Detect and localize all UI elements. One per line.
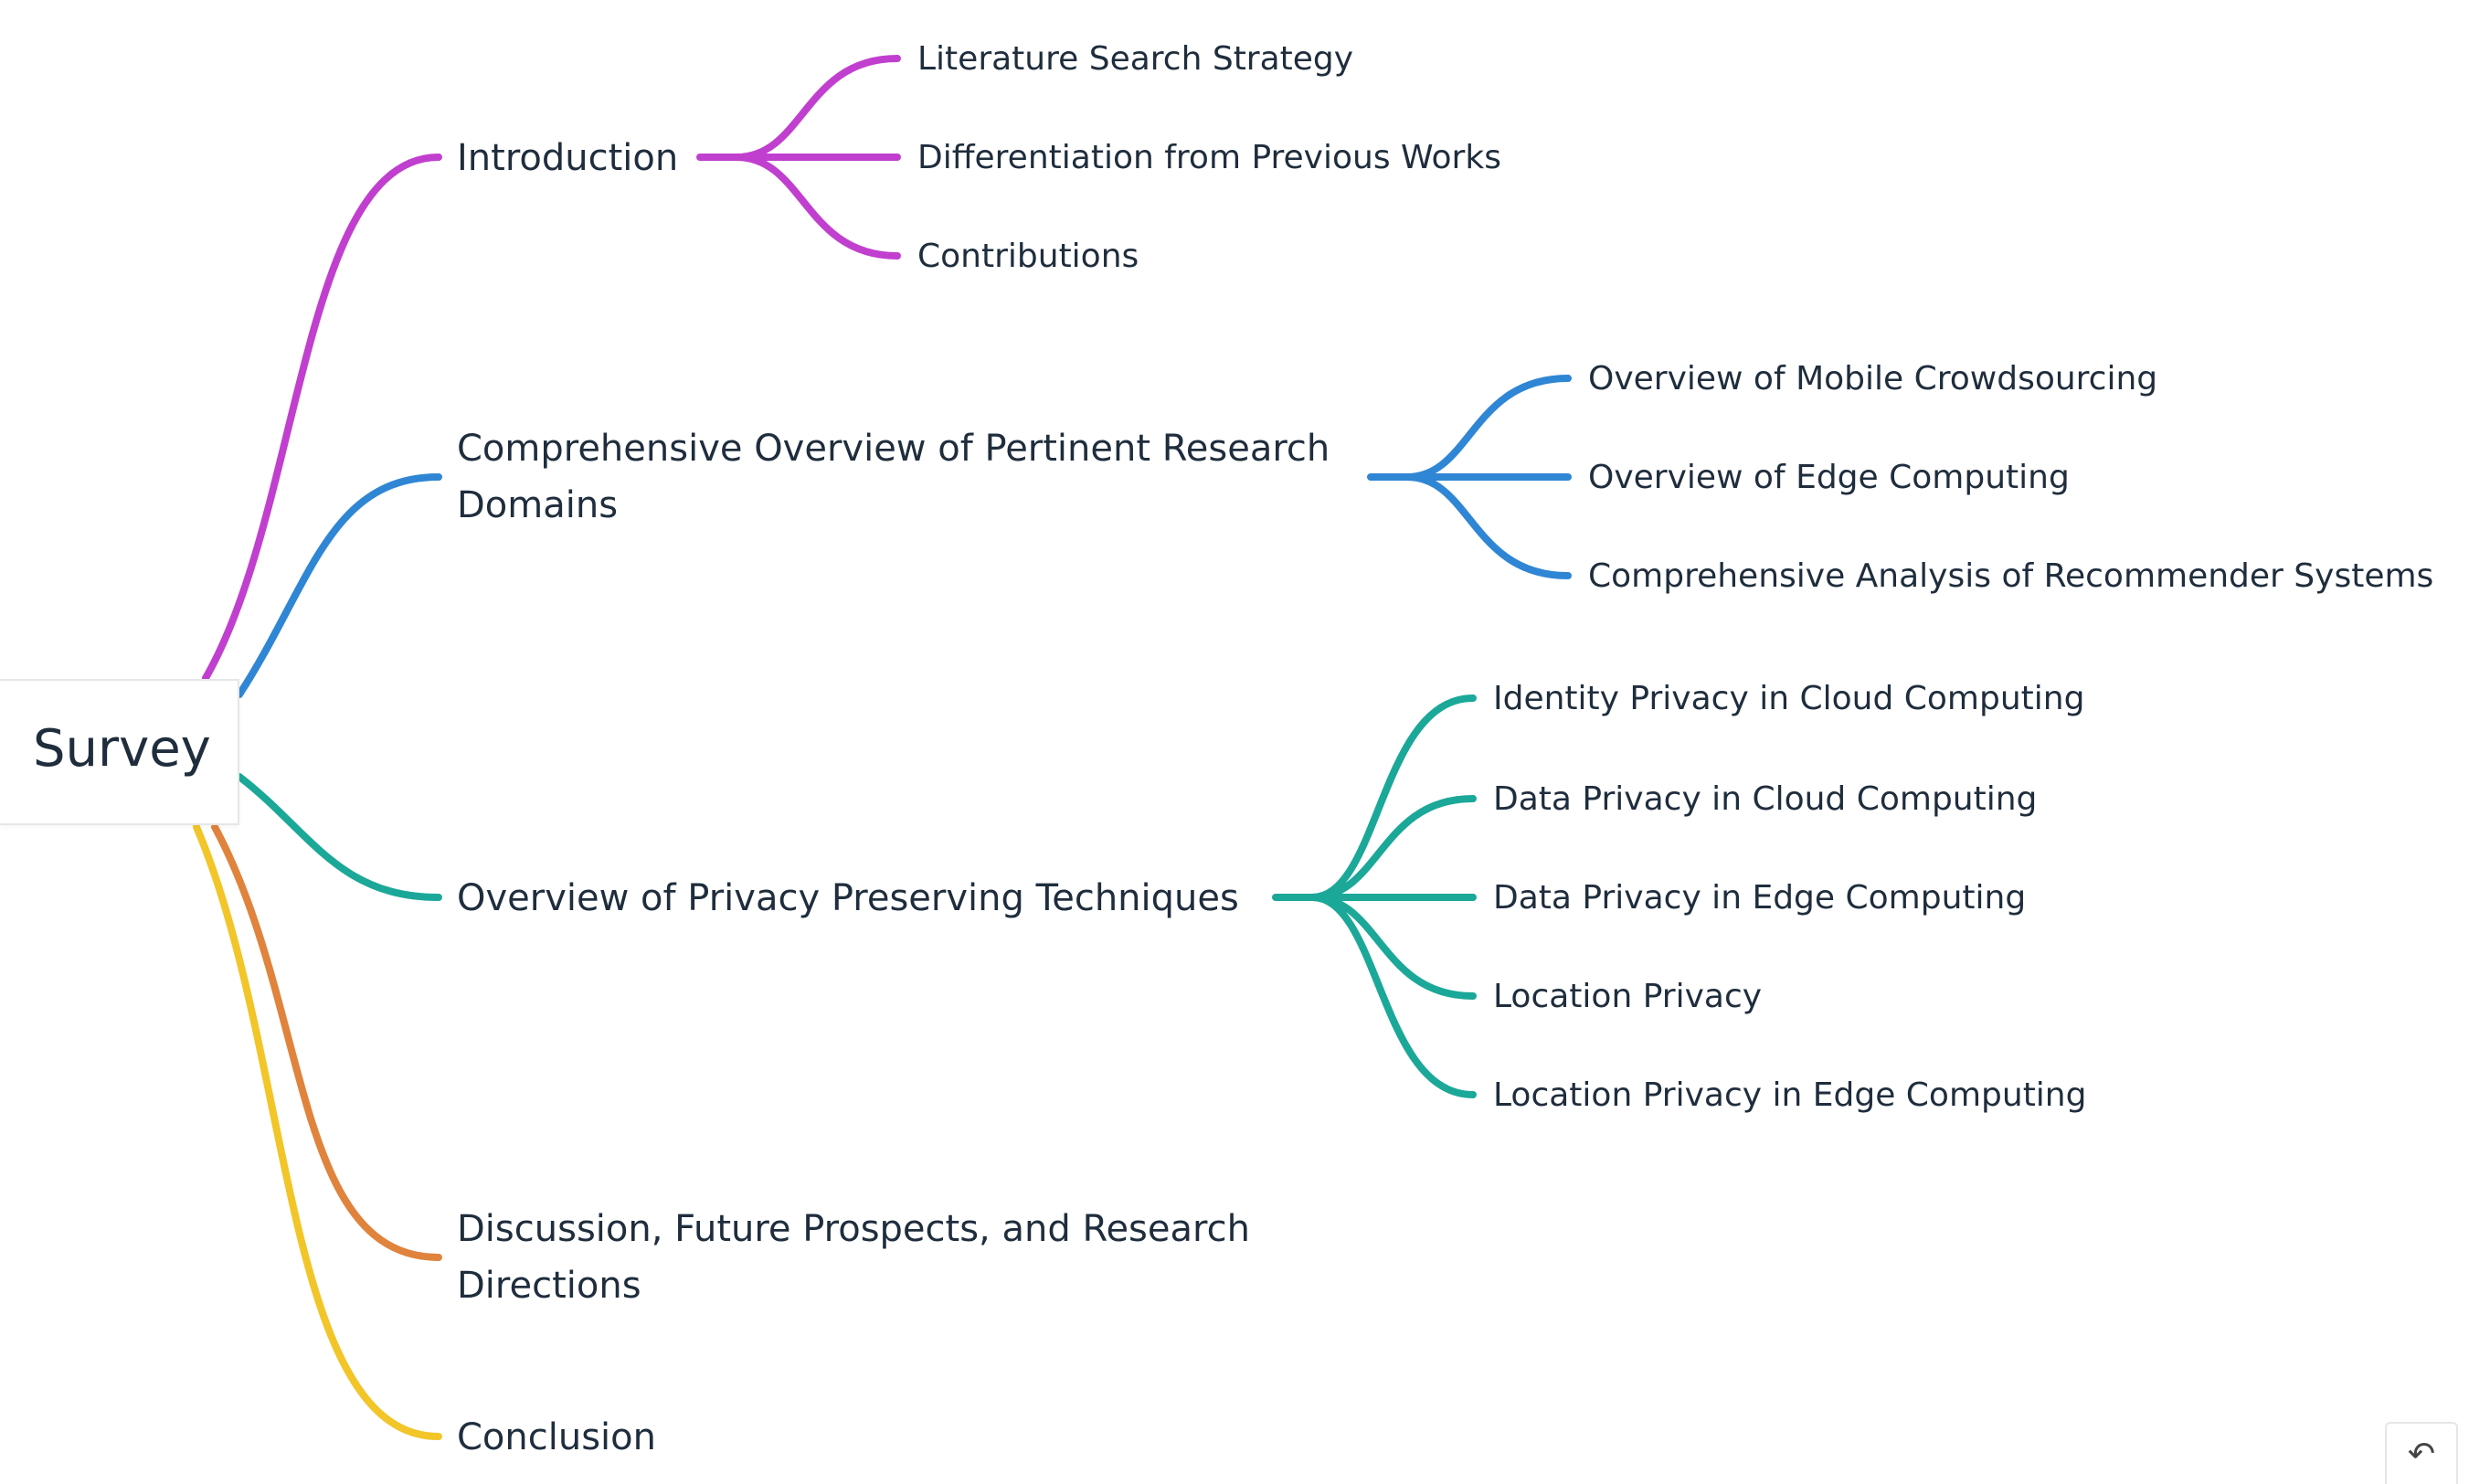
edge-root-introduction (202, 154, 442, 682)
edge-domains-recommender (1404, 473, 1572, 579)
edge-privacy-identity-cloud (1272, 694, 1477, 901)
node-mobile-crowdsourcing[interactable]: Overview of Mobile Crowdsourcing (1588, 360, 2158, 398)
edge-root-research-domains (236, 473, 442, 698)
node-location-privacy[interactable]: Location Privacy (1493, 978, 1763, 1015)
edge-root-privacy-techniques (236, 773, 442, 901)
undo-icon: ↶ (2407, 1435, 2436, 1473)
node-recommender-systems[interactable]: Comprehensive Analysis of Recommender Sy… (1588, 557, 2434, 595)
edge-root-discussion (211, 823, 442, 1261)
root-node[interactable] (0, 679, 239, 825)
node-differentiation-previous-works[interactable]: Differentiation from Previous Works (917, 139, 1501, 176)
edge-intro-contributions (733, 154, 901, 260)
node-discussion-line1: Discussion, Future Prospects, and Resear… (457, 1208, 1250, 1250)
node-data-privacy-cloud[interactable]: Data Privacy in Cloud Computing (1493, 780, 2038, 818)
node-privacy-techniques[interactable]: Overview of Privacy Preserving Technique… (457, 877, 1239, 919)
node-research-domains[interactable]: Comprehensive Overview of Pertinent Rese… (457, 420, 1330, 534)
node-introduction[interactable]: Introduction (457, 137, 679, 179)
edge-privacy-data-cloud (1309, 795, 1477, 901)
node-discussion[interactable]: Discussion, Future Prospects, and Resear… (457, 1201, 1250, 1314)
node-edge-computing[interactable]: Overview of Edge Computing (1588, 459, 2070, 496)
node-conclusion[interactable]: Conclusion (457, 1416, 656, 1458)
edge-intro-literature (696, 55, 901, 161)
node-literature-search-strategy[interactable]: Literature Search Strategy (917, 40, 1354, 78)
node-data-privacy-edge[interactable]: Data Privacy in Edge Computing (1493, 879, 2027, 917)
node-location-privacy-edge[interactable]: Location Privacy in Edge Computing (1493, 1076, 2087, 1114)
node-research-domains-line1: Comprehensive Overview of Pertinent Rese… (457, 428, 1330, 470)
edge-privacy-location-edge (1309, 894, 1477, 1098)
node-identity-privacy-cloud[interactable]: Identity Privacy in Cloud Computing (1493, 680, 2085, 717)
edge-domains-crowdsourcing (1367, 375, 1572, 481)
node-research-domains-line2: Domains (457, 484, 619, 526)
edge-root-conclusion (193, 823, 442, 1440)
root-label: Survey (33, 719, 211, 779)
node-contributions[interactable]: Contributions (917, 238, 1139, 275)
undo-button[interactable]: ↶ (2385, 1422, 2458, 1484)
node-discussion-line2: Directions (457, 1265, 641, 1307)
